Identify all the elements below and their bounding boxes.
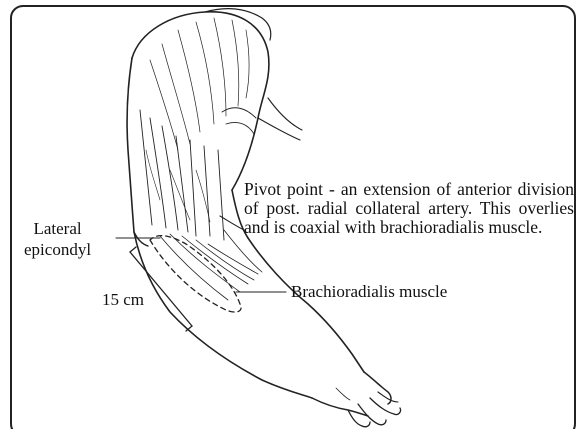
lateral-line-2: epicondyl [24, 239, 91, 260]
measure-bracket [130, 252, 192, 326]
lateral-epicondyl-label: Lateral epicondyl [24, 218, 91, 260]
length-label: 15 cm [102, 290, 144, 310]
pivot-point-label: Pivot point - an extension of anterior d… [244, 180, 574, 237]
brachioradialis-label: Brachioradialis muscle [291, 282, 447, 302]
lateral-line-1: Lateral [24, 218, 91, 239]
